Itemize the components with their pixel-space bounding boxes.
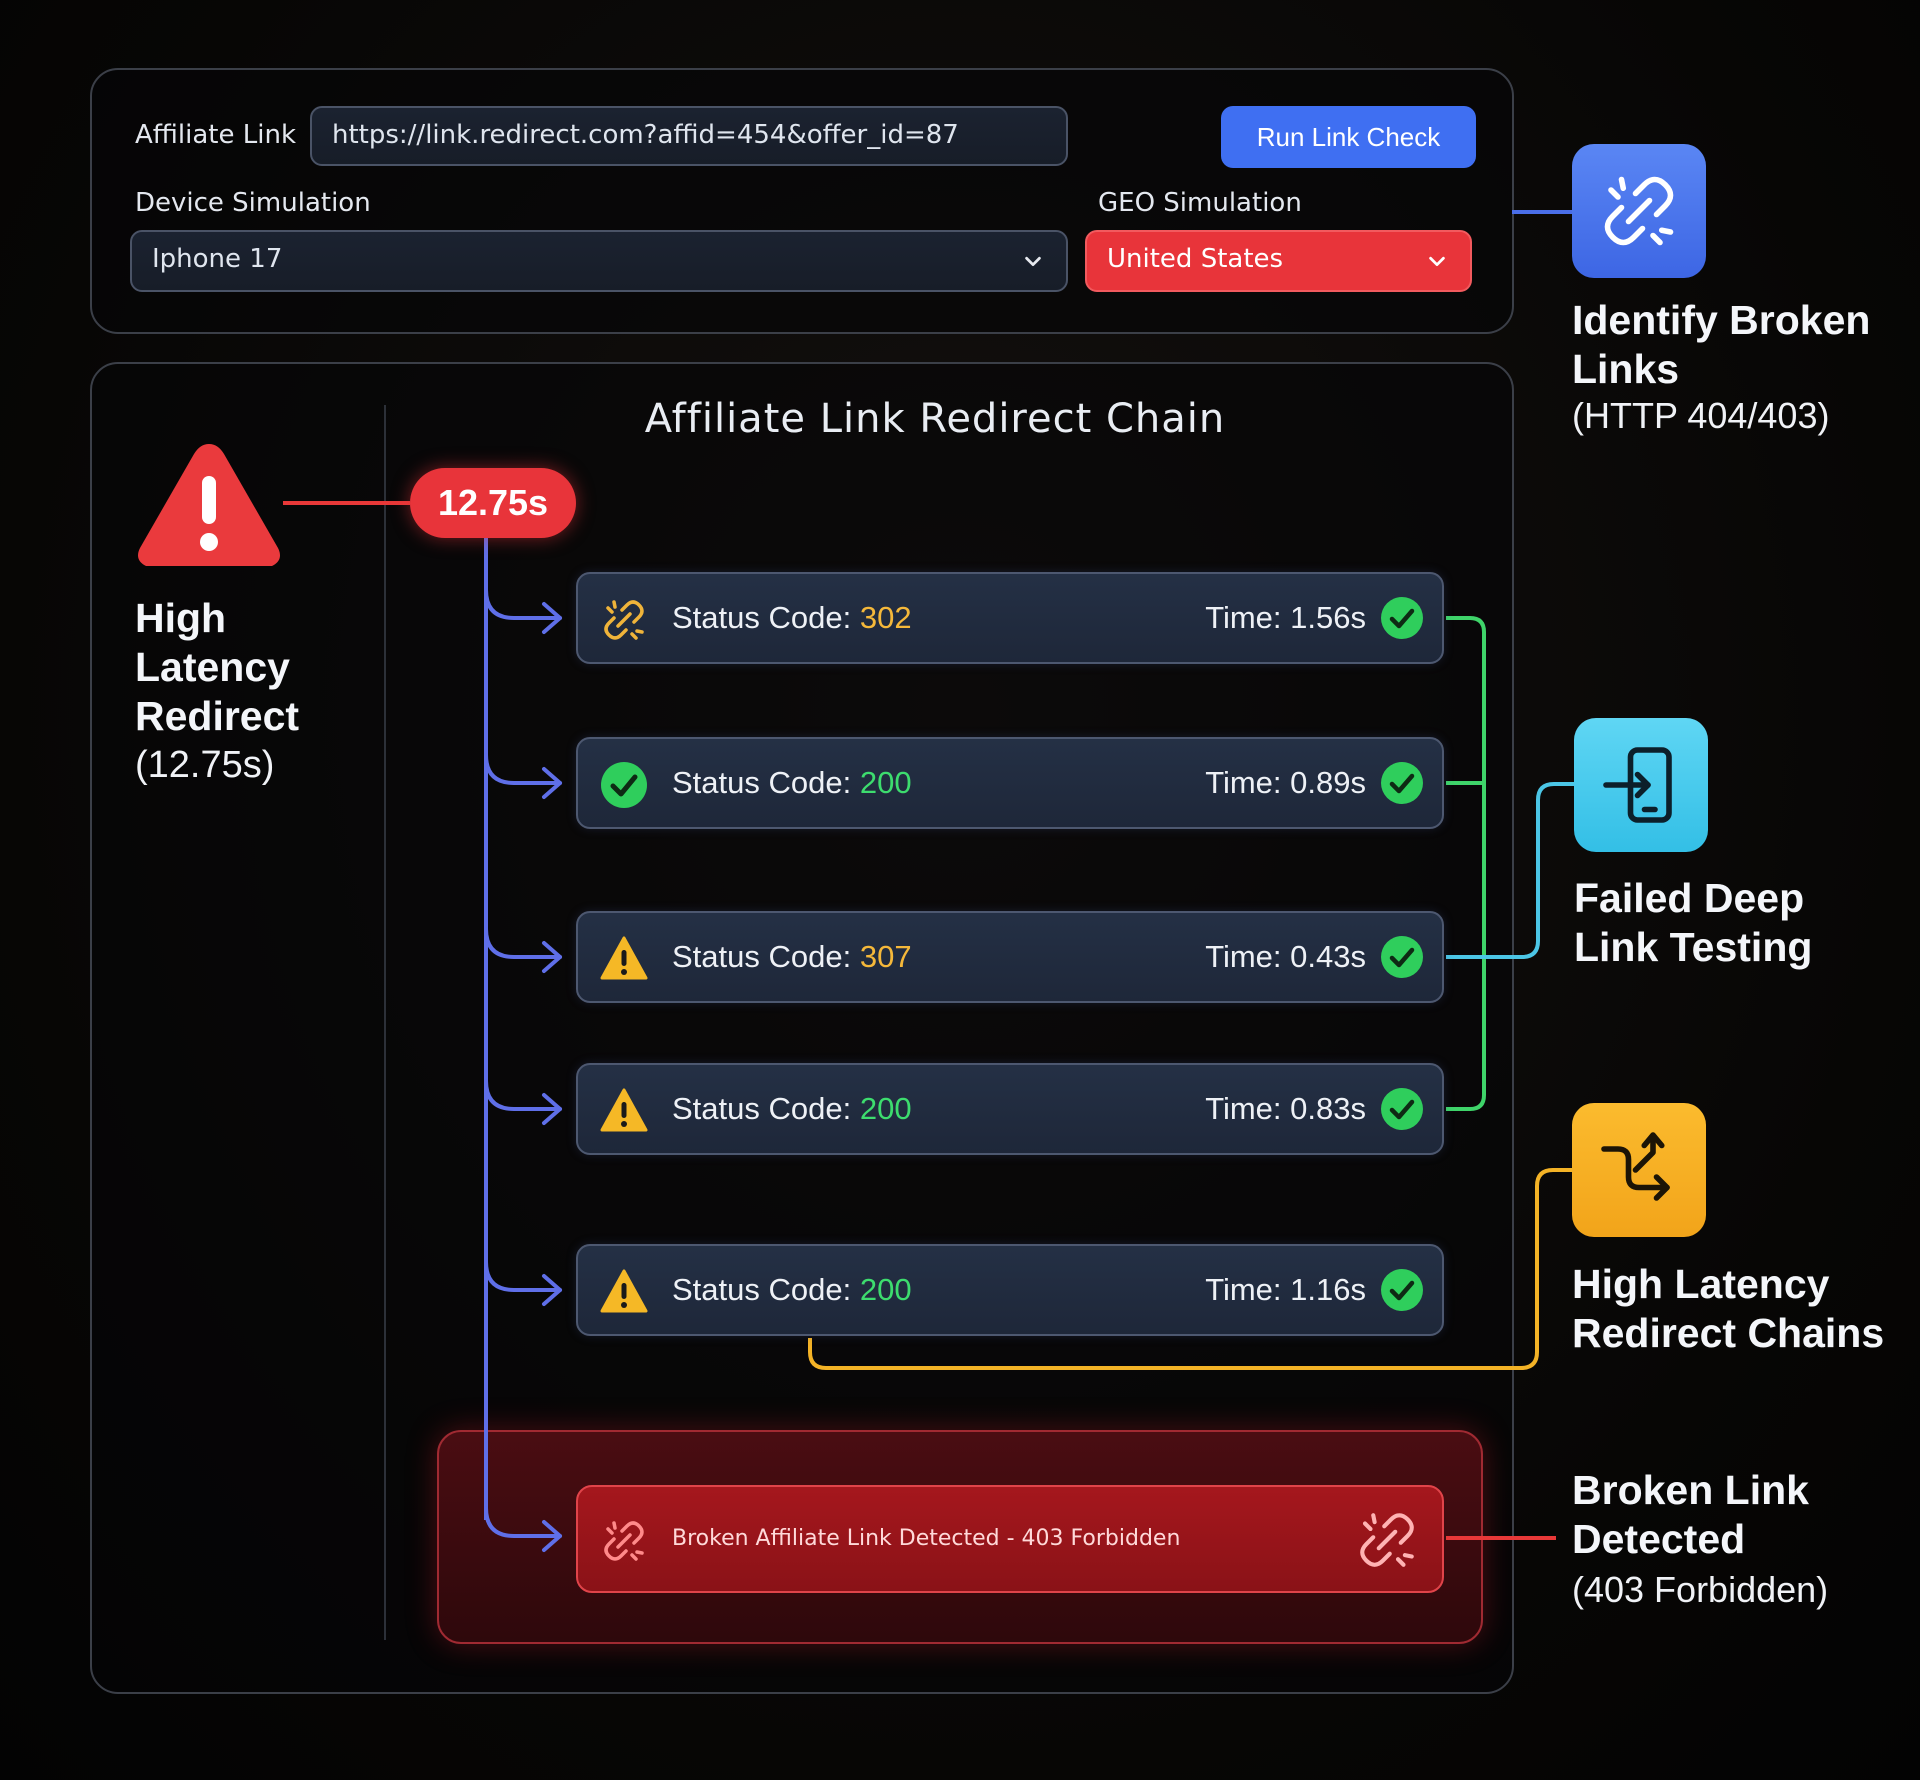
chain-title: Affiliate Link Redirect Chain: [644, 396, 1226, 442]
status-label: Status Code:: [672, 939, 860, 974]
callout-detected-line2: Detected: [1572, 1516, 1746, 1562]
check-circle-icon: [1381, 1269, 1423, 1311]
status-code: 307: [859, 939, 912, 974]
left-callout-line3: Redirect: [135, 693, 300, 739]
check-circle-icon: [1381, 597, 1423, 639]
callout-broken-line2: Links: [1572, 346, 1680, 392]
broken-link-icon: [604, 1521, 644, 1561]
broken-link-message: Broken Affiliate Link Detected - 403 For…: [672, 1526, 1181, 1551]
warning-icon: [600, 1269, 648, 1313]
status-code: 200: [859, 1272, 912, 1307]
status-label: Status Code:: [672, 600, 860, 635]
callout-broken-sub: (HTTP 404/403): [1572, 395, 1830, 436]
status-code: 200: [859, 765, 912, 800]
panel-divider: [384, 405, 386, 1640]
affiliate-link-input[interactable]: https://link.redirect.com?affid=454&offe…: [310, 106, 1068, 166]
step-time: Time: 0.43s: [1205, 939, 1366, 974]
check-circle-icon: [1381, 936, 1423, 978]
chevron-down-icon: [1025, 256, 1041, 267]
run-link-check-button[interactable]: Run Link Check: [1221, 106, 1476, 168]
warning-triangle-icon: [138, 444, 280, 566]
redirect-step-3[interactable]: Status Code: 307 Time: 0.43s: [576, 911, 1444, 1003]
total-time-badge: 12.75s: [410, 468, 576, 538]
broken-link-card[interactable]: Broken Affiliate Link Detected - 403 For…: [576, 1485, 1444, 1593]
check-circle-icon: [601, 762, 647, 808]
broken-links-tile: [1572, 144, 1706, 278]
redirect-step-2[interactable]: Status Code: 200 Time: 0.89s: [576, 737, 1444, 829]
deep-link-tile: [1574, 718, 1708, 852]
step-time: Time: 0.89s: [1205, 765, 1366, 800]
chevron-down-icon: [1429, 256, 1445, 267]
latency-chains-tile: [1572, 1103, 1706, 1237]
split-arrows-icon: [1601, 1132, 1670, 1201]
check-circle-icon: [1381, 762, 1423, 804]
step-time: Time: 1.56s: [1205, 600, 1366, 635]
warning-icon: [600, 936, 648, 980]
device-simulation-select[interactable]: Iphone 17: [130, 230, 1068, 292]
redirect-step-1[interactable]: Status Code: 302 Time: 1.56s: [576, 572, 1444, 664]
left-callout-line1: High: [135, 595, 227, 641]
callout-detected-line1: Broken Link: [1572, 1467, 1809, 1513]
redirect-step-5[interactable]: Status Code: 200 Time: 1.16s: [576, 1244, 1444, 1336]
callout-latency-line1: High Latency: [1572, 1261, 1830, 1307]
step-time: Time: 0.83s: [1205, 1091, 1366, 1126]
broken-link-icon: [604, 600, 644, 640]
status-label: Status Code:: [672, 765, 860, 800]
check-circle-icon: [1381, 1088, 1423, 1130]
geo-simulation-label: GEO Simulation: [1098, 188, 1302, 218]
callout-latency-line2: Redirect Chains: [1572, 1310, 1885, 1356]
status-label: Status Code:: [672, 1272, 860, 1307]
status-label: Status Code:: [672, 1091, 860, 1126]
device-simulation-label: Device Simulation: [135, 188, 371, 218]
broken-link-icon: [1604, 176, 1674, 246]
affiliate-link-label: Affiliate Link: [135, 120, 297, 150]
callout-deeplink-line1: Failed Deep: [1574, 875, 1805, 921]
warning-icon: [600, 1088, 648, 1132]
broken-link-icon: [1360, 1513, 1414, 1567]
callout-detected-sub: (403 Forbidden): [1572, 1569, 1829, 1610]
geo-simulation-value: United States: [1107, 244, 1284, 274]
status-code: 302: [859, 600, 912, 635]
left-callout-line4: (12.75s): [135, 744, 275, 786]
callout-deeplink-line2: Link Testing: [1574, 924, 1813, 970]
redirect-step-4[interactable]: Status Code: 200 Time: 0.83s: [576, 1063, 1444, 1155]
step-time: Time: 1.16s: [1205, 1272, 1366, 1307]
device-simulation-value: Iphone 17: [152, 244, 283, 274]
geo-simulation-select[interactable]: United States: [1085, 230, 1472, 292]
callout-broken-line1: Identify Broken: [1572, 297, 1871, 343]
mobile-enter-icon: [1603, 747, 1672, 823]
status-code: 200: [859, 1091, 912, 1126]
left-callout-line2: Latency: [135, 644, 290, 690]
